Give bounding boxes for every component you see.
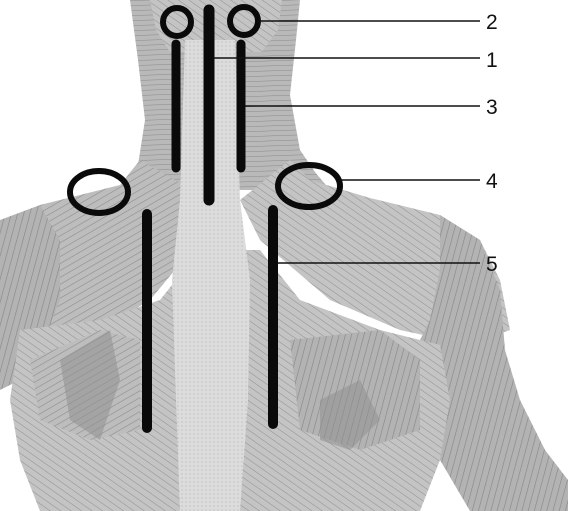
callout-label-5: 5 [486,254,498,275]
callout-label-2: 2 [486,12,498,33]
callout-label-3: 3 [486,97,498,118]
callout-label-4: 4 [486,171,498,192]
callout-label-1: 1 [486,50,498,71]
